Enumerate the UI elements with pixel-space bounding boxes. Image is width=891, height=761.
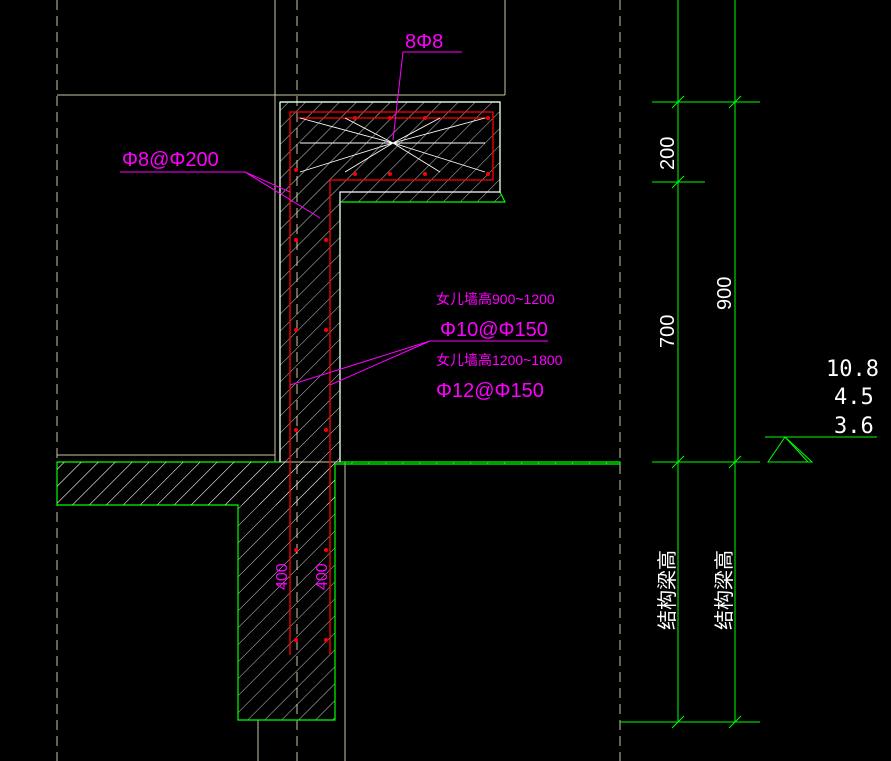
elevation-3-6: 3.6: [834, 414, 874, 439]
parapet-note-1: 女儿墙高900~1200: [436, 291, 555, 307]
elevation-symbol: [765, 436, 877, 463]
beam-height-1: 结构梁高: [656, 550, 679, 630]
dim-200: 200: [657, 137, 679, 170]
leader-stirrup: [120, 171, 291, 193]
wall-width-right: 400: [314, 563, 331, 590]
concrete-section: [56, 101, 621, 721]
beam-height-2: 结构梁高: [713, 550, 736, 630]
dim-700: 700: [657, 315, 679, 348]
parapet-rebar-1: Φ10@Φ150: [440, 319, 548, 341]
outer-rebar: [289, 111, 494, 655]
parapet-note-2: 女儿墙高1200~1800: [436, 352, 563, 368]
dimension-lines: [620, 0, 760, 729]
elevation-10-8: 10.8: [826, 357, 879, 382]
elevation-4-5: 4.5: [834, 385, 874, 410]
parapet-rebar-2: Φ12@Φ150: [436, 380, 544, 402]
beam-outline: [279, 101, 501, 462]
rebar-dots: [294, 116, 490, 642]
wall-width-left: 400: [274, 563, 291, 590]
dim-900: 900: [714, 277, 736, 310]
stirrup-label: Φ8@Φ200: [122, 149, 219, 171]
rebar-group: [289, 111, 494, 655]
leader-top-bars: [392, 51, 462, 141]
stirrup-starburst: [299, 117, 486, 173]
leader-lines: [120, 51, 548, 386]
top-bars-label: 8Φ8: [405, 31, 443, 53]
slab-band: [57, 462, 335, 505]
